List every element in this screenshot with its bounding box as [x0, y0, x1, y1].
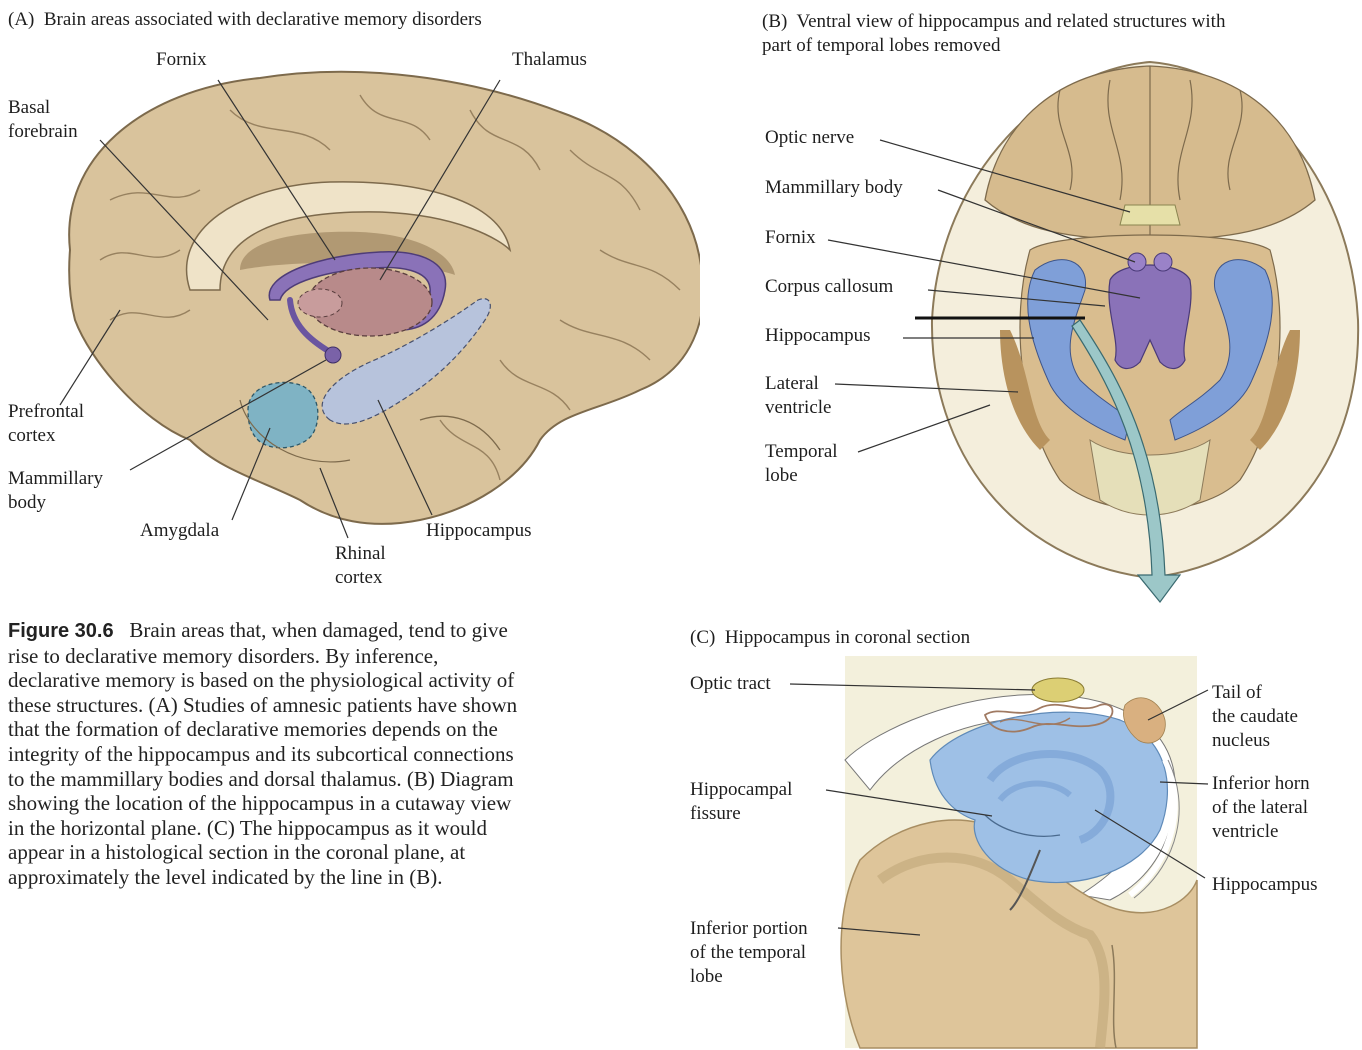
label-b-corpus-callosum: Corpus callosum	[765, 275, 893, 299]
coronal-section-illustration	[680, 650, 1240, 1050]
label-a-rhinal-cortex: Rhinal cortex	[335, 542, 386, 590]
label-b-fornix: Fornix	[765, 226, 816, 250]
medial-brain-illustration	[0, 40, 700, 570]
label-b-hippocampus: Hippocampus	[765, 324, 871, 348]
caption-text: Brain areas that, when damaged, tend to …	[8, 618, 517, 889]
label-b-temporal-lobe: Temporal lobe	[765, 440, 838, 488]
panel-c-title: (C) Hippocampus in coronal section	[690, 626, 970, 650]
label-a-prefrontal-cortex: Prefrontal cortex	[8, 400, 84, 448]
label-c-inferior-horn: Inferior horn of the lateral ventricle	[1212, 772, 1310, 844]
label-a-mammillary-body: Mammillary body	[8, 467, 103, 515]
label-a-hippocampus: Hippocampus	[426, 519, 532, 543]
figure-number: Figure 30.6	[8, 620, 114, 642]
label-a-thalamus: Thalamus	[512, 48, 587, 72]
label-c-hippocampal-fissure: Hippocampal fissure	[690, 778, 792, 826]
label-c-inferior-portion: Inferior portion of the temporal lobe	[690, 917, 808, 989]
label-c-tail-caudate: Tail of the caudate nucleus	[1212, 681, 1298, 753]
mammillary-body-shape	[325, 347, 341, 363]
panel-a-title: (A) Brain areas associated with declarat…	[8, 8, 482, 32]
label-c-optic-tract: Optic tract	[690, 672, 771, 696]
label-a-basal-forebrain: Basal forebrain	[8, 96, 78, 144]
amygdala-shape	[248, 382, 318, 447]
label-b-optic-nerve: Optic nerve	[765, 126, 854, 150]
label-c-hippocampus: Hippocampus	[1212, 873, 1318, 897]
label-b-lateral-ventricle: Lateral ventricle	[765, 372, 831, 420]
optic-tract-shape	[1032, 678, 1084, 702]
label-b-mammillary-body: Mammillary body	[765, 176, 903, 200]
figure-caption: Figure 30.6 Brain areas that, when damag…	[8, 618, 528, 890]
label-a-fornix: Fornix	[156, 48, 207, 72]
label-a-amygdala: Amygdala	[140, 519, 219, 543]
